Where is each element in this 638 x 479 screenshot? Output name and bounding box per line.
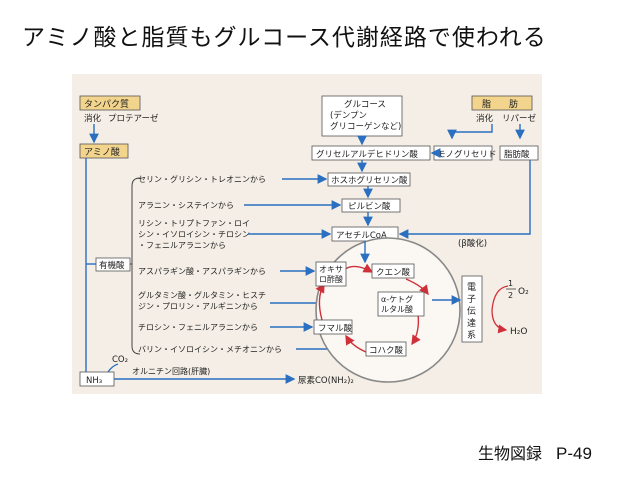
fat-digest-label: 消化 [476,113,494,124]
aa-source-glu-line2: ジン・プロリン・アルギニンから [138,302,258,311]
organic-acid-label: 有機酸 [99,260,125,271]
fattyacid-label: 脂肪酸 [504,149,530,160]
co2-line [107,363,119,373]
amino-source-bracket [131,177,141,355]
g3p-box [311,145,431,161]
oxaloacetate-box [315,261,347,287]
fat-label: 脂 肪 [482,98,518,110]
etc-char-5: 系 [467,330,476,341]
slide-title: アミノ酸と脂質もグルコース代謝経路で使われる [22,25,547,51]
fat-to-monoglyceride-arrow [447,124,493,140]
protein-label: タンパク質 [84,98,129,110]
oxygen-to-water-curve [491,285,509,334]
aminoacid-box [79,143,129,159]
cycle-succinate-to-fumarate [345,334,367,353]
aminoacid-label: アミノ酸 [84,147,120,158]
glycogen-label: グリコーゲンなど) [330,121,401,132]
acetylcoa-label: アセチルCoA [336,231,387,241]
g3p-label: グリセルアルデヒドリン酸 [316,149,418,160]
oxaloacetate-label-line1: オキサ [319,265,343,274]
co2-label: CO₂ [112,355,128,365]
aa-source-val-ile-met: バリン・イソロイシン・メチオニンから [138,345,282,354]
half-denominator: 2 [508,291,513,300]
akg-label-line1: α-ケトグ [381,294,413,304]
aa-source-lys-line2: シン・イソロイシン・チロシン [138,230,250,239]
ornithine-cycle-label: オルニチン回路(肝臓) [132,366,210,376]
starch-label: (デンプン [330,110,367,121]
fat-box: 脂 肪 消化 リパーゼ [471,95,537,124]
cycle-citrate-to-akg [405,278,429,296]
fattyacid-box [499,145,539,161]
aa-source-lys-line1: リシン・トリプトファン・ロイ [138,219,250,228]
protein-box: タンパク質 消化 プロテアーゼ [79,95,159,124]
pga-box [327,172,411,187]
glucose-box: グルコース (デンプン グリコーゲンなど) [321,95,403,137]
protein-digest-label: 消化 [84,113,102,124]
akg-box [377,291,425,317]
etc-char-3: 伝 [467,306,476,317]
aa-source-lys-line3: ・フェニルアラニンから [138,241,226,250]
figure-source: 生物図録 P-49 [478,440,592,464]
succinate-box [365,341,407,357]
metabolic-pathway-diagram: タンパク質 消化 プロテアーゼ アミノ酸 有機酸 セリン・グリシン・トレオニンか… [72,74,542,394]
aa-source-ser-gly-thr: セリン・グリシン・トレオニンから [138,174,266,184]
pga-label: ホスホグリセリン酸 [331,175,408,186]
pyruvate-box [341,198,401,213]
half-numerator: 1 [508,279,513,288]
etc-char-2: 子 [467,294,476,305]
page-reference: P-49 [556,444,592,463]
cycle-akg-to-succinate [411,313,421,346]
fumarate-box [313,319,353,335]
water-label: H₂O [510,327,527,337]
etc-box [461,275,483,343]
citrate-box [371,263,415,279]
pyruvate-label: ピルビン酸 [348,201,391,212]
lipase-label: リパーゼ [502,113,537,124]
etc-char-1: 電 [467,282,476,293]
nh3-label: NH₃ [86,376,102,386]
protease-label: プロテアーゼ [108,113,159,124]
fumarate-label: フマル酸 [318,323,353,334]
aa-source-ala-cys: アラニン・システインから [138,201,234,210]
beta-oxidation-label: (β酸化) [458,238,487,249]
beta-oxidation-arrow [398,160,531,239]
succinate-label: コハク酸 [369,345,404,356]
source-book-label: 生物図録 [478,444,543,463]
aa-source-asp-asn: アスパラギン酸・アスパラギンから [138,266,266,276]
aa-source-tyr-phe: チロシン・フェニルアラニンから [138,323,258,332]
glucose-label: グルコース [344,99,386,110]
oxaloacetate-label-line2: ロ酢酸 [319,274,343,284]
aa-source-glu-line1: グルタミン酸・グルタミン・ヒスチ [138,290,266,300]
citrate-label: クエン酸 [376,267,411,278]
cycle-fumarate-to-oxaloacetate [315,282,325,321]
akg-label-line2: ルタル酸 [381,304,413,314]
oxygen-label: O₂ [518,287,529,297]
monoglyceride-label: モノグリセリド [437,149,497,160]
urea-label: 尿素CO(NH₂)₂ [298,375,354,386]
etc-char-4: 達 [467,317,476,329]
